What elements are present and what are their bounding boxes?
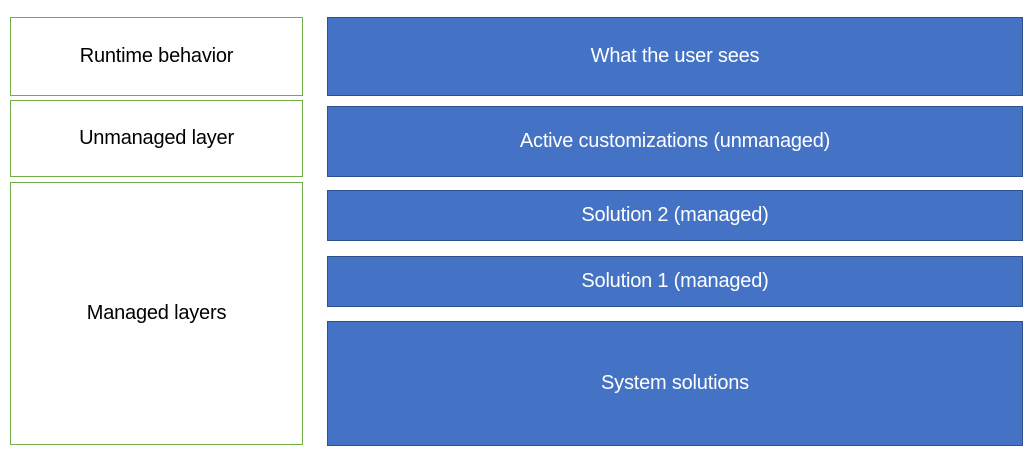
layer-what-the-user-sees: What the user sees bbox=[327, 17, 1023, 96]
layer-system-solutions: System solutions bbox=[327, 321, 1023, 446]
label-box-runtime-behavior: Runtime behavior bbox=[10, 17, 303, 96]
layer-solution-2: Solution 2 (managed) bbox=[327, 190, 1023, 241]
layer-active-customizations: Active customizations (unmanaged) bbox=[327, 106, 1023, 177]
system-solutions-label: System solutions bbox=[601, 372, 749, 394]
runtime-behavior-label: Runtime behavior bbox=[79, 45, 234, 67]
layer-solution-1: Solution 1 (managed) bbox=[327, 256, 1023, 307]
what-the-user-sees-label: What the user sees bbox=[590, 45, 760, 67]
managed-layers-label: Managed layers bbox=[86, 302, 227, 324]
label-box-managed-layers: Managed layers bbox=[10, 182, 303, 445]
solution-1-label: Solution 1 (managed) bbox=[581, 270, 769, 292]
solution-2-label: Solution 2 (managed) bbox=[581, 204, 769, 226]
active-customizations-label: Active customizations (unmanaged) bbox=[519, 130, 831, 152]
unmanaged-layer-label: Unmanaged layer bbox=[79, 127, 234, 149]
label-box-unmanaged-layer: Unmanaged layer bbox=[10, 100, 303, 177]
